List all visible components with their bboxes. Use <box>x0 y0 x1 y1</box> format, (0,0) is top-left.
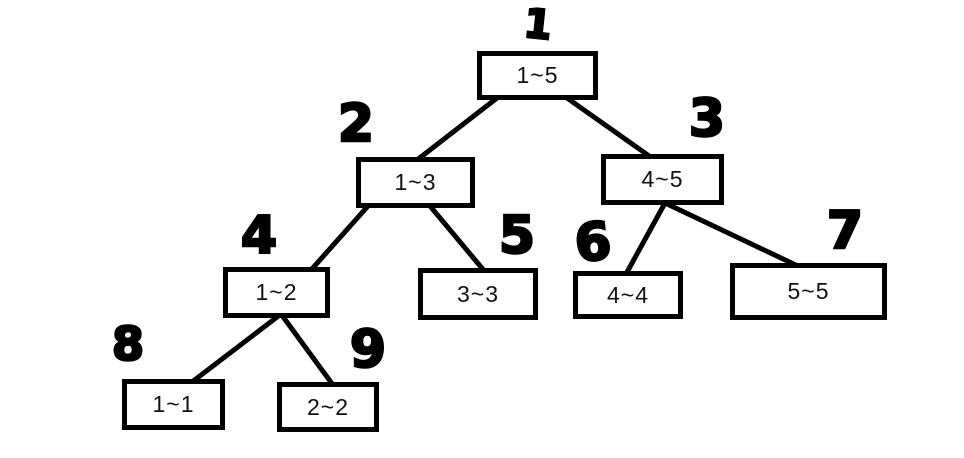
tree-node-5: 3~3 <box>418 268 538 320</box>
node-range-label: 4~4 <box>606 281 649 308</box>
node-index-label-7: 7 <box>826 201 865 261</box>
tree-node-9: 2~2 <box>277 382 379 432</box>
tree-node-4: 1~2 <box>223 267 330 318</box>
node-index-label-1: 1 <box>521 0 556 51</box>
node-range-label: 3~3 <box>456 280 499 307</box>
node-range-label: 5~5 <box>787 278 830 304</box>
tree-edge-3-6 <box>623 201 668 276</box>
tree-edge-4-8 <box>190 312 283 384</box>
node-index-label-8: 8 <box>111 317 146 371</box>
node-index-label-6: 6 <box>571 210 616 276</box>
node-range-label: 4~5 <box>641 166 684 192</box>
node-index-label-3: 3 <box>688 89 727 149</box>
tree-edge-2-4 <box>309 204 370 272</box>
tree-edge-1-2 <box>415 96 499 162</box>
node-range-label: 1~3 <box>394 169 437 195</box>
tree-node-2: 1~3 <box>356 157 475 208</box>
node-index-label-5: 5 <box>498 206 537 266</box>
tree-node-3: 4~5 <box>601 154 724 205</box>
tree-node-1: 1~5 <box>477 51 598 100</box>
node-index-label-4: 4 <box>240 206 279 266</box>
tree-node-6: 4~4 <box>573 271 683 319</box>
node-range-label: 1~1 <box>152 391 195 417</box>
node-range-label: 1~2 <box>255 279 298 305</box>
node-range-label: 1~5 <box>516 62 559 88</box>
tree-node-8: 1~1 <box>122 379 225 430</box>
node-index-label-2: 2 <box>337 94 376 154</box>
tree-node-7: 5~5 <box>730 263 887 320</box>
node-range-label: 2~2 <box>306 393 349 420</box>
tree-edge-4-9 <box>278 312 336 387</box>
tree-edge-2-5 <box>428 204 488 275</box>
tree-edge-1-3 <box>565 95 654 161</box>
node-index-label-9: 9 <box>349 320 388 380</box>
tree-edge-3-7 <box>663 200 802 270</box>
